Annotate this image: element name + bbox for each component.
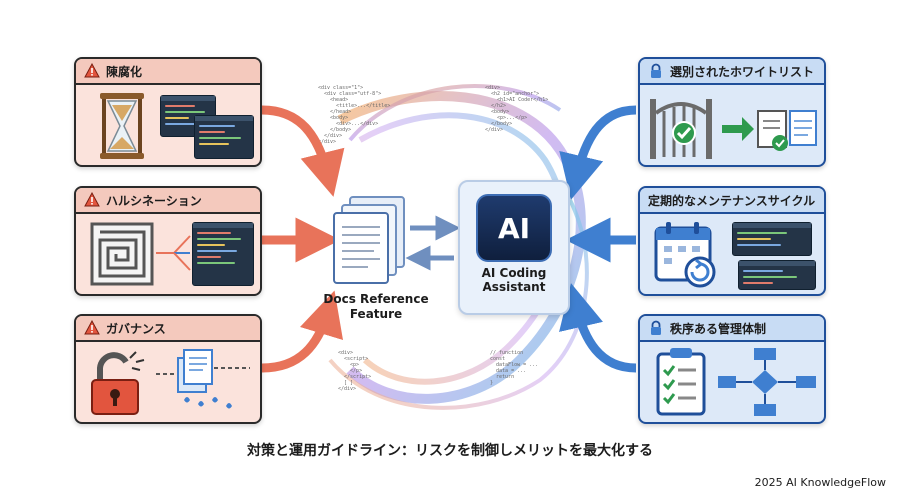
code-snippet-top-left: <div class="1"> <div class="utf-8"> <hea… [318, 85, 391, 145]
lock-icon [651, 63, 661, 78]
warning-icon [84, 320, 100, 335]
arrow-risk-3 [261, 290, 343, 373]
solution-card-title: 選別されたホワイトリスト [670, 64, 815, 79]
bottom-title: 対策と運用ガイドライン：リスクを制御しメリットを最大化する [247, 443, 653, 459]
warning-icon [84, 192, 100, 207]
document-stack-icon [333, 196, 405, 284]
ai-chip-icon: AI [476, 194, 552, 262]
arrow-solution-3 [559, 283, 637, 373]
lock-icon [651, 320, 661, 335]
check-arrow-docs-icon [722, 110, 817, 151]
broken-lock-icon [91, 351, 145, 415]
risk-card-governance: ガバナンス [74, 314, 262, 424]
solution-card-whitelist: 選別されたホワイトリスト [638, 57, 826, 167]
risk-card-title: ハルシネーション [106, 193, 202, 208]
warning-icon [84, 63, 100, 78]
solution-card-header: 秩序ある管理体制 [640, 316, 824, 342]
code-snippet-bottom-right: // function const dataFlow = ... data = … [490, 350, 539, 386]
risk-card-hallucination: ハルシネーション [74, 186, 262, 296]
checklist-icon [656, 348, 706, 416]
code-window-icon [194, 115, 254, 159]
code-window-icon [192, 222, 254, 286]
maze-icon [90, 222, 154, 286]
risk-card-title: 陳腐化 [106, 64, 143, 79]
risk-card-title: ガバナンス [106, 321, 166, 336]
solution-card-header: 定期的なメンテナンスサイクル [640, 188, 824, 214]
branch-arrows-icon [156, 235, 191, 271]
solution-card-governance: 秩序ある管理体制 [638, 314, 826, 424]
arrow-solution-1 [559, 105, 637, 200]
gate-icon [650, 99, 712, 159]
risk-card-obsolescence: 陳腐化 [74, 57, 262, 167]
code-snippet-top-right: <div> <h2 id="anchor"> <h1>AI Coder</h1>… [485, 85, 549, 133]
risk-card-header: ハルシネーション [76, 188, 260, 214]
solution-card-title: 秩序ある管理体制 [670, 321, 767, 336]
credit-text: 2025 AI KnowledgeFlow [754, 476, 886, 489]
flowchart-icon [718, 348, 816, 416]
code-snippet-bottom-left: <div> <script> <p> </p> </script> [ ] </… [338, 350, 372, 392]
solution-card-maintenance: 定期的なメンテナンスサイクル [638, 186, 826, 296]
risk-card-header: 陳腐化 [76, 59, 260, 85]
arrow-risk-1 [261, 105, 345, 197]
leaking-document-icon [156, 349, 250, 409]
code-window-icon [738, 260, 816, 290]
solution-card-title: 定期的なメンテナンスサイクル [648, 193, 816, 208]
ai-assistant-label: AI Coding Assistant [481, 266, 547, 294]
ai-assistant-box: AI AI Coding Assistant [458, 180, 570, 315]
calendar-icon [654, 222, 716, 288]
docs-reference-label: Docs Reference Feature [323, 292, 429, 321]
code-window-icon [732, 222, 812, 256]
hourglass-icon [100, 93, 144, 159]
solution-card-header: 選別されたホワイトリスト [640, 59, 824, 85]
risk-card-header: ガバナンス [76, 316, 260, 342]
